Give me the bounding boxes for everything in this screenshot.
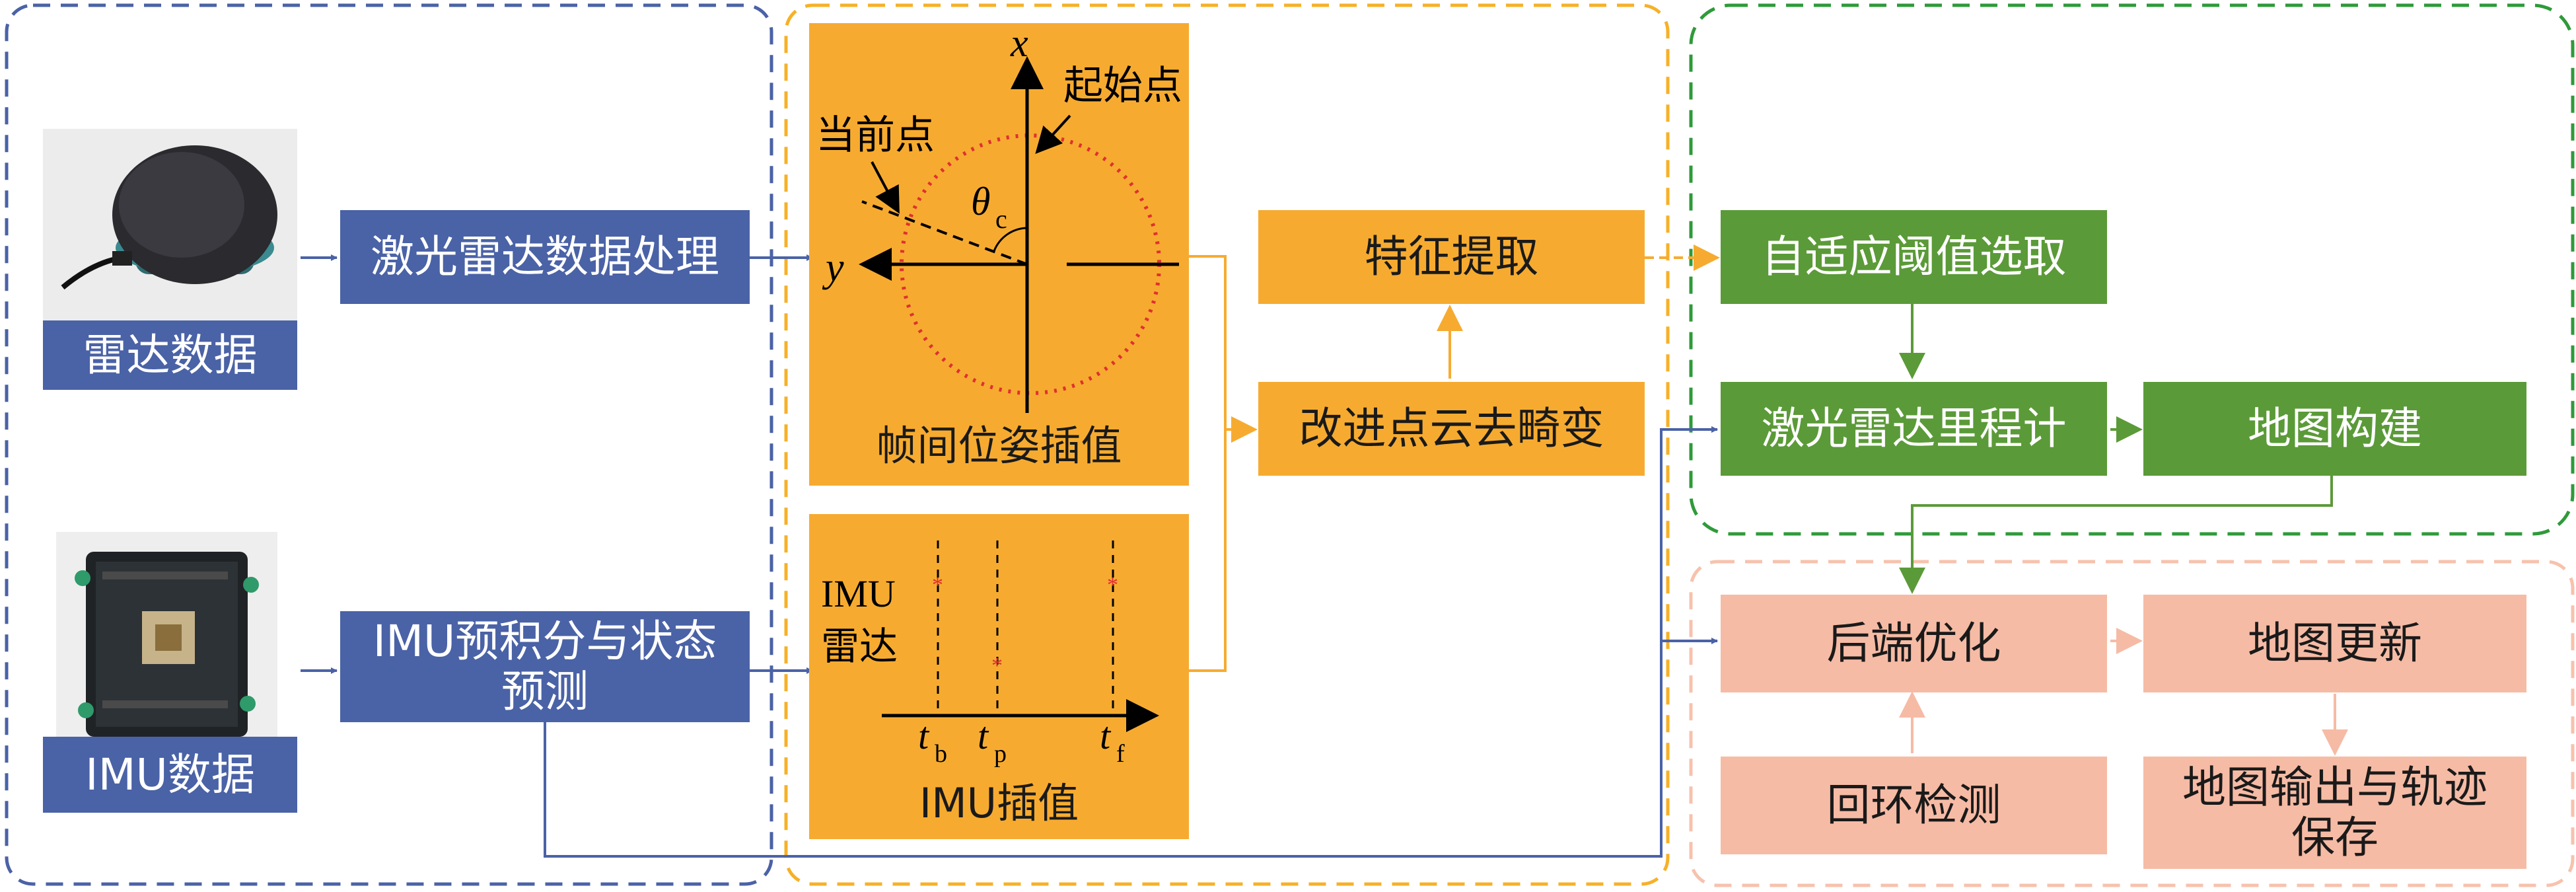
group-frontend-frame: [1689, 3, 2575, 536]
arrow-preint-to-odometry: [1660, 426, 1718, 856]
angle-label: θ: [971, 180, 990, 223]
arrow-mapbuild-to-backend: [1899, 474, 2333, 594]
imu-row-label: IMU: [821, 572, 896, 615]
arrow-imuinterp-to-undistort: [1189, 429, 1227, 672]
y-axis-label: y: [822, 245, 844, 290]
lidar-processing-box: 激光雷达数据处理: [340, 210, 750, 304]
start-point-label: 起始点: [1063, 63, 1182, 109]
tb-subscript: b: [935, 740, 947, 768]
angle-subscript: c: [995, 204, 1007, 234]
group-backend-frame: [1689, 560, 2575, 887]
map-output-box: 地图输出与轨迹 保存: [2143, 757, 2526, 869]
imu-marker-2: *: [1107, 573, 1118, 597]
imu-data-label: IMU数据: [43, 737, 297, 813]
tf-label: t: [1100, 714, 1112, 757]
tp-label: t: [978, 714, 989, 757]
pose-diagram: x y 起始点 当前点 θ c: [816, 21, 1182, 413]
imu-interpolation-panel: * * * IMU 雷达 t b t p t f IMU插值: [809, 514, 1189, 839]
group-input-frame: [5, 3, 773, 886]
undistortion-box: 改进点云去畸变: [1258, 382, 1645, 476]
tb-label: t: [918, 714, 930, 757]
x-axis-label: x: [1010, 23, 1028, 65]
lidar-odometry-box: 激光雷达里程计: [1721, 382, 2107, 476]
imu-marker-1: *: [932, 573, 943, 597]
imu-preintegration-line2: 预测: [501, 666, 589, 717]
current-point-pointer: [871, 161, 900, 214]
current-point-label: 当前点: [816, 112, 935, 159]
lidar-drawing: [43, 129, 297, 320]
backend-optimization-box: 后端优化: [1721, 595, 2107, 692]
lidar-photo: [43, 129, 297, 320]
imu-photo: [56, 532, 277, 747]
group-preprocess-frame: [784, 3, 1670, 886]
imu-timeline-diagram: * * * IMU 雷达 t b t p t f: [821, 540, 1159, 768]
interframe-interpolation-label: 帧间位姿插值: [876, 422, 1122, 470]
interframe-interpolation-panel: x y 起始点 当前点 θ c 帧间位姿插值: [809, 21, 1189, 486]
map-output-line1: 地图输出与轨迹: [2182, 762, 2487, 813]
arrow-pose-to-undistort: [1189, 255, 1258, 443]
map-building-box: 地图构建: [2143, 382, 2526, 476]
angle-arc: [993, 227, 1028, 252]
radar-marker: *: [991, 653, 1003, 678]
radar-data-label: 雷达数据: [43, 320, 297, 390]
imu-drawing: [56, 532, 277, 747]
loop-detection-box: 回环检测: [1721, 757, 2107, 854]
map-output-line2: 保存: [2291, 812, 2379, 863]
tp-subscript: p: [994, 740, 1007, 768]
radar-row-label: 雷达: [821, 624, 898, 669]
imu-interpolation-label: IMU插值: [919, 778, 1079, 827]
map-update-box: 地图更新: [2143, 595, 2526, 692]
adaptive-threshold-box: 自适应阈值选取: [1721, 210, 2107, 304]
start-point-pointer: [1035, 114, 1071, 154]
imu-preintegration-box: IMU预积分与状态 预测: [340, 611, 750, 722]
feature-extraction-box: 特征提取: [1258, 210, 1645, 304]
imu-preintegration-line1: IMU预积分与状态: [373, 616, 717, 667]
tf-subscript: f: [1116, 740, 1125, 768]
